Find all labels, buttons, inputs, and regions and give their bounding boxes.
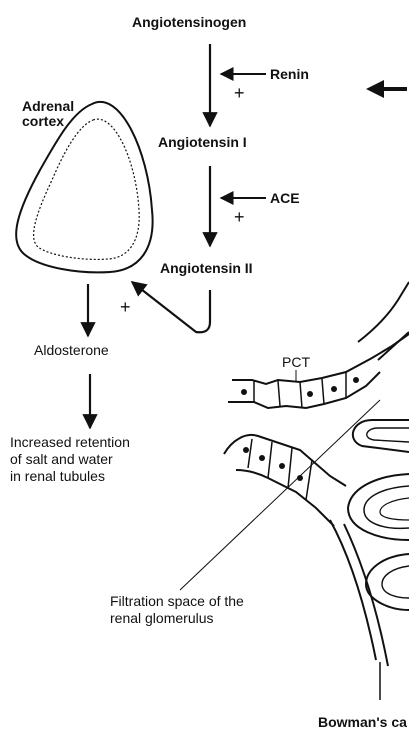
retention-label-line1: Increased retention <box>10 434 130 451</box>
pct-label: PCT <box>282 354 310 371</box>
bowmans-capsule-wall <box>330 520 388 700</box>
feedback-plus-sign: + <box>120 298 131 316</box>
feedback-loop-line <box>132 282 210 332</box>
arrow-left-large-head <box>366 80 384 98</box>
angiotensin-i-label: Angiotensin I <box>158 134 247 151</box>
filtration-label-line1: Filtration space of the <box>110 593 244 610</box>
filtration-label-line2: renal glomerulus <box>110 610 214 627</box>
filtration-leader <box>180 400 380 590</box>
adrenal-cortex-inner <box>34 119 140 259</box>
adrenal-cortex-label-line2: cortex <box>22 113 64 130</box>
aldosterone-label: Aldosterone <box>34 342 109 359</box>
retention-label-line2: of salt and water <box>10 451 113 468</box>
glomerular-loops <box>348 420 409 610</box>
renin-label: Renin <box>270 66 309 83</box>
lower-tubule <box>224 435 346 526</box>
bowmans-capsule-label: Bowman's ca <box>318 714 407 731</box>
retention-label-line3: in renal tubules <box>10 468 105 485</box>
ace-plus-sign: + <box>234 208 245 226</box>
ace-label: ACE <box>270 190 300 207</box>
angiotensin-ii-label: Angiotensin II <box>160 260 253 277</box>
pct-tubule <box>228 282 409 408</box>
renin-plus-sign: + <box>234 84 245 102</box>
angiotensinogen-label: Angiotensinogen <box>132 14 246 31</box>
